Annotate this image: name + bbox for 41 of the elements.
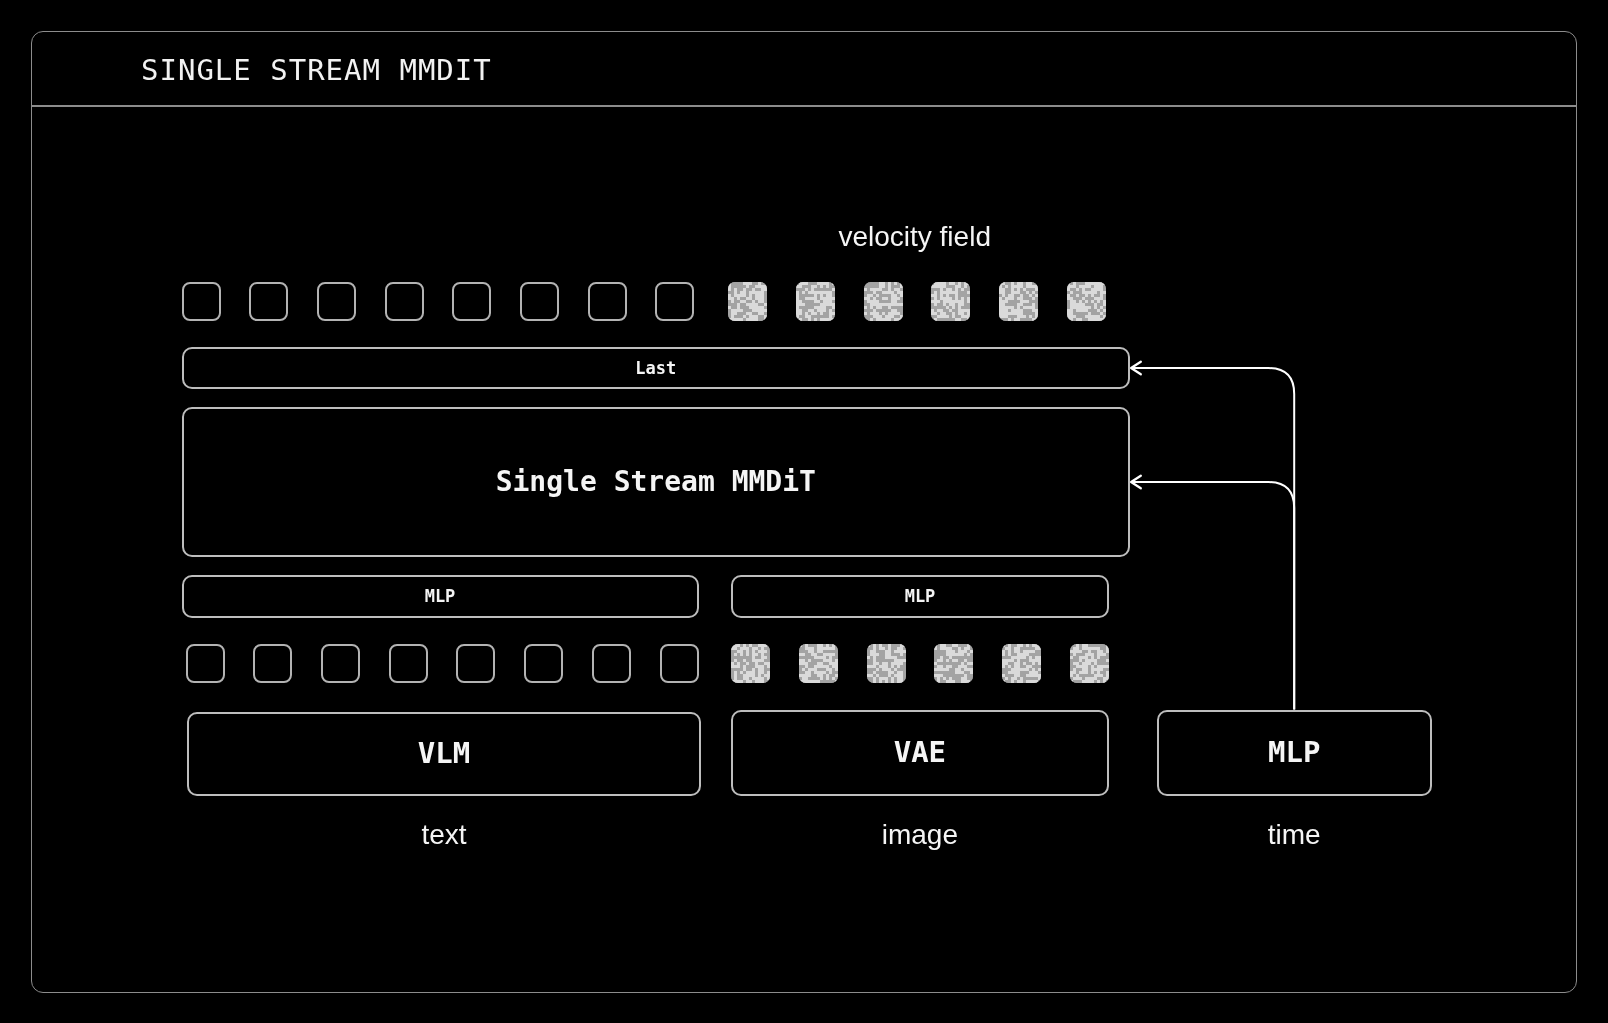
noise-token xyxy=(795,282,835,321)
projection-block: MLP xyxy=(181,575,699,618)
noise-token xyxy=(998,282,1038,321)
noise-token xyxy=(1066,282,1106,321)
noise-token xyxy=(863,282,903,321)
diagram-title: SINGLE STREAM MMDIT xyxy=(141,52,492,88)
token-square xyxy=(316,282,356,321)
input-caption: time xyxy=(1267,818,1321,850)
noise-token xyxy=(798,644,838,683)
encoder-block: VAE xyxy=(731,709,1109,796)
noise-token xyxy=(1069,644,1109,683)
layer-block: Last xyxy=(181,347,1131,389)
encoder-block: MLP xyxy=(1156,709,1432,796)
noise-token xyxy=(931,282,971,321)
layer-block: Single Stream MMDiT xyxy=(181,407,1131,557)
token-square xyxy=(520,282,559,321)
token-square xyxy=(591,644,631,683)
token-square xyxy=(321,644,360,683)
noise-token xyxy=(866,644,906,683)
output-caption: velocity field xyxy=(838,220,991,254)
noise-token xyxy=(728,282,768,321)
token-square xyxy=(388,644,428,683)
token-square xyxy=(655,282,695,321)
noise-token xyxy=(1002,644,1041,683)
token-square xyxy=(456,644,496,683)
projection-block: MLP xyxy=(731,575,1109,618)
token-square xyxy=(384,282,424,321)
noise-token xyxy=(934,644,974,683)
encoder-block: VLM xyxy=(186,711,702,796)
input-caption: text xyxy=(421,818,467,850)
token-square xyxy=(249,282,289,321)
noise-token xyxy=(731,644,771,683)
token-square xyxy=(524,644,564,683)
token-square xyxy=(181,282,221,321)
input-caption: image xyxy=(881,818,958,850)
token-square xyxy=(253,644,293,683)
arrow xyxy=(1129,474,1296,711)
token-square xyxy=(452,282,492,321)
token-square xyxy=(659,644,699,683)
token-square xyxy=(185,644,225,683)
token-square xyxy=(587,282,627,321)
